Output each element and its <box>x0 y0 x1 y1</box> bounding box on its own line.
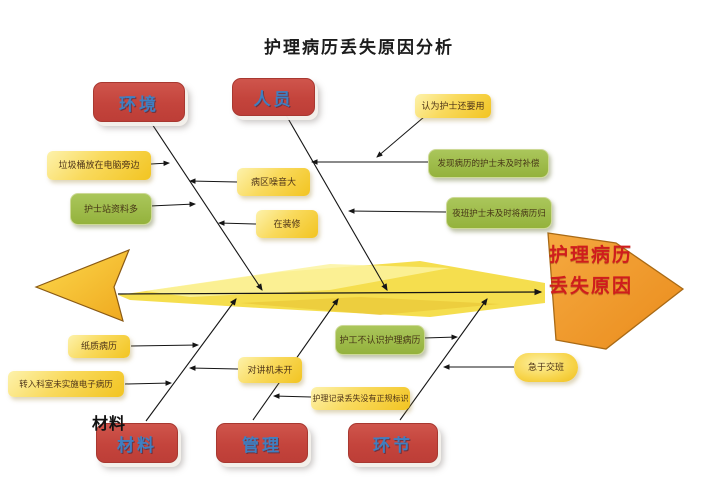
spine-line <box>117 288 543 296</box>
cause-box-care-worker[interactable]: 护工不认识护理病历 <box>335 325 425 355</box>
cause-box-record-no-mark[interactable]: 护理记录丢失没有正规标识 <box>311 387 410 410</box>
cause-box-nurse-station[interactable]: 护士站资料多 <box>70 193 152 225</box>
arrow-renovation <box>218 220 257 226</box>
cause-label: 护士站资料多 <box>83 203 138 214</box>
cause-label: 护工不认识护理病历 <box>339 334 421 345</box>
cause-label: 发现病历的护士未及时补偿 <box>437 158 540 169</box>
cause-box-trash-bin[interactable]: 垃圾桶放在电脑旁边 <box>47 151 151 180</box>
cause-label: 在装修 <box>273 218 301 229</box>
cause-label: 急于交班 <box>527 362 564 372</box>
effect-line2: 丢失原因 <box>549 276 634 297</box>
left-arrowhead <box>34 248 131 322</box>
arrow-paper-record <box>130 342 199 348</box>
cause-label: 认为护士还要用 <box>421 100 485 111</box>
category-label: 人员 <box>253 89 294 109</box>
effect-arrow <box>547 232 685 350</box>
cause-box-think-still-use[interactable]: 认为护士还要用 <box>415 94 491 118</box>
category-label: 材料 <box>117 435 157 455</box>
arrow-think-still-use <box>376 116 425 158</box>
effect-line1: 护理病历 <box>549 245 634 266</box>
category-box-management[interactable]: 管理 <box>216 423 308 463</box>
cause-box-found-record[interactable]: 发现病历的护士未及时补偿 <box>428 149 549 178</box>
diagram-title: 护理病历丢失原因分析 <box>264 38 454 57</box>
category-label: 环境 <box>119 94 159 114</box>
arrow-trash-bin <box>150 160 170 167</box>
spine-wedge-shade <box>240 297 500 315</box>
cause-box-transfer-dept[interactable]: 转入科室未实施电子病历 <box>8 371 124 397</box>
cause-label: 纸质病历 <box>80 341 117 351</box>
category-box-personnel[interactable]: 人员 <box>232 78 315 116</box>
cause-box-intercom[interactable]: 对讲机未开 <box>238 357 302 383</box>
cause-label: 对讲机未开 <box>247 364 293 375</box>
arrow-night-shift <box>348 208 447 214</box>
bone-environment <box>149 120 263 291</box>
cause-box-paper-record[interactable]: 纸质病历 <box>68 335 130 358</box>
arrow-care-worker <box>423 334 458 340</box>
cause-box-rush-handover[interactable]: 急于交班 <box>514 353 578 382</box>
category-label: 环节 <box>373 435 413 455</box>
cause-box-ward-noise[interactable]: 病区噪音大 <box>237 168 310 196</box>
cause-label: 病区噪音大 <box>250 176 296 187</box>
cause-label: 护理记录丢失没有正规标识 <box>312 393 409 403</box>
category-label: 管理 <box>242 435 282 455</box>
stray-material-label: 材料 <box>92 416 127 433</box>
arrow-nurse-station <box>149 201 196 207</box>
arrow-record-no-mark <box>273 393 312 399</box>
category-box-material[interactable]: 材料 <box>96 423 178 463</box>
cause-label: 垃圾桶放在电脑旁边 <box>58 160 140 170</box>
category-box-environment[interactable]: 环境 <box>93 82 185 122</box>
arrow-transfer-dept <box>124 380 172 386</box>
bone-material <box>145 298 237 422</box>
cause-box-renovation[interactable]: 在装修 <box>256 210 318 238</box>
cause-label: 转入科室未实施电子病历 <box>19 378 113 389</box>
cause-box-night-shift[interactable]: 夜班护士未及时将病历归 <box>446 197 552 229</box>
cause-label: 夜班护士未及时将病历归 <box>452 207 546 218</box>
category-box-process[interactable]: 环节 <box>348 423 438 463</box>
spine-wedge-highlight <box>145 264 450 297</box>
bone-process <box>399 298 488 421</box>
arrow-intercom <box>189 365 239 371</box>
arrow-ward-noise <box>189 178 238 184</box>
effect-title: 护理病历 丢失原因 <box>549 240 633 302</box>
bone-personnel <box>285 114 388 291</box>
